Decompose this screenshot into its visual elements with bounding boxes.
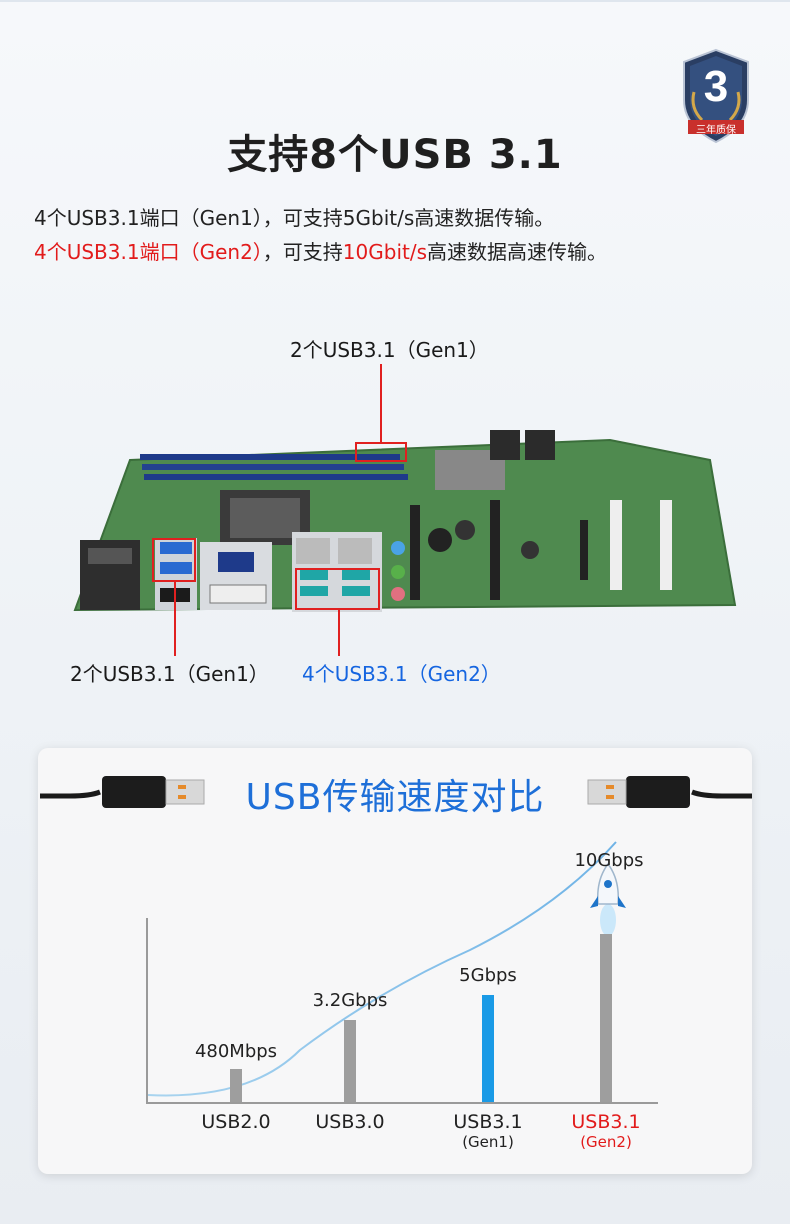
category-generation: (Gen1)	[462, 1133, 514, 1151]
value-label: 10Gbps	[574, 850, 644, 871]
leader-line-top	[380, 364, 382, 444]
chart-x-axis	[146, 1102, 658, 1104]
value-label: 480Mbps	[194, 1040, 278, 1062]
motherboard-image	[73, 430, 737, 612]
leader-line-left	[174, 582, 176, 656]
label-rear-usb-gen1: 2个USB3.1（Gen1）	[70, 662, 269, 686]
value-label: 5Gbps	[459, 964, 517, 986]
bar-usb30	[344, 1020, 356, 1102]
bar-usb20	[230, 1068, 242, 1102]
transfer-text: 高速数据高速传输。	[427, 240, 607, 264]
bar-usb31-gen2	[600, 934, 612, 1102]
category-label: USB3.1(Gen1)	[428, 1112, 548, 1152]
gen2-port-text: 4个USB3.1端口（Gen2）	[34, 240, 263, 264]
warranty-badge: 3 三年质保	[680, 48, 752, 144]
comparison-title: USB传输速度对比	[245, 777, 545, 818]
chart-y-axis	[146, 918, 148, 1104]
usb-cable-left-icon	[40, 776, 205, 808]
rocket-icon	[590, 862, 626, 936]
category-name: USB3.0	[315, 1111, 385, 1133]
label-internal-usb-gen1: 2个USB3.1（Gen1）	[290, 338, 489, 362]
category-label: USB3.1(Gen2)	[546, 1112, 666, 1152]
rear-usb-gen2-highlight	[295, 568, 380, 610]
category-generation: (Gen2)	[580, 1133, 632, 1151]
category-label: USB2.0	[176, 1112, 296, 1132]
gen2-speed-text: 10Gbit/s	[342, 240, 427, 264]
badge-number: 3	[703, 62, 729, 111]
top-divider	[0, 0, 790, 2]
description-line-gen1: 4个USB3.1端口（Gen1），可支持5Gbit/s高速数据传输。	[34, 206, 555, 230]
support-text: ，可支持	[262, 240, 343, 264]
description-line-gen2: 4个USB3.1端口（Gen2），可支持10Gbit/s高速数据高速传输。	[34, 236, 607, 265]
category-name: USB2.0	[201, 1111, 271, 1133]
leader-line-right	[338, 610, 340, 656]
category-name: USB3.1	[571, 1111, 641, 1133]
value-label: 3.2Gbps	[312, 990, 388, 1012]
page-title: 支持8个USB 3.1	[227, 132, 563, 178]
badge-text: 三年质保	[696, 125, 736, 136]
bar-usb31-gen1	[482, 994, 494, 1102]
internal-usb-highlight	[355, 442, 407, 462]
label-rear-usb-gen2: 4个USB3.1（Gen2）	[302, 662, 501, 686]
rear-usb-gen1-highlight	[152, 538, 196, 582]
category-name: USB3.1	[453, 1111, 523, 1133]
category-label: USB3.0	[290, 1112, 410, 1132]
usb-cable-right-icon	[587, 776, 752, 808]
